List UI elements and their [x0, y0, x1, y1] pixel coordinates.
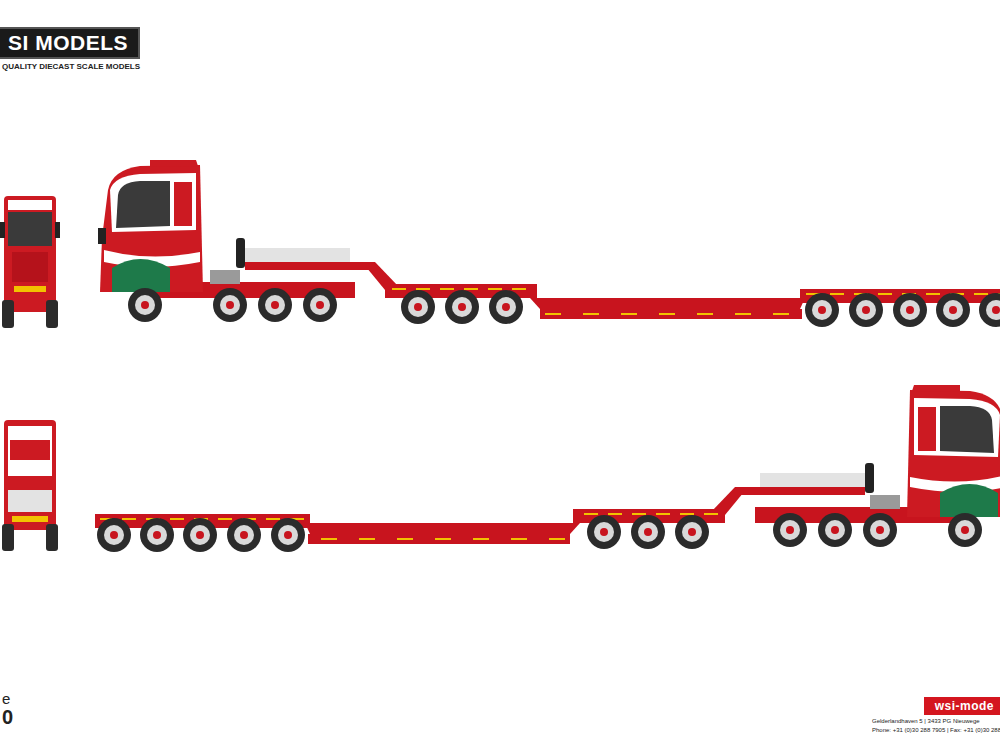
node-text: wsi-mode: [935, 699, 994, 713]
scale-number: 0: [2, 706, 13, 729]
tagline: QUALITY DIECAST SCALE MODELS: [2, 62, 140, 71]
contact-line: Phone: +31 (0)30 288 7905 | Fax: +31 (0)…: [872, 727, 1000, 733]
logo-box: SI MODELS: [0, 27, 140, 59]
scale-label: e: [2, 690, 10, 707]
node-text: SI MODELS: [8, 31, 128, 55]
brand-tab: wsi-mode: [924, 697, 1000, 715]
address-line: Gelderlandhaven 5 | 3433 PG Nieuwege: [872, 718, 980, 724]
